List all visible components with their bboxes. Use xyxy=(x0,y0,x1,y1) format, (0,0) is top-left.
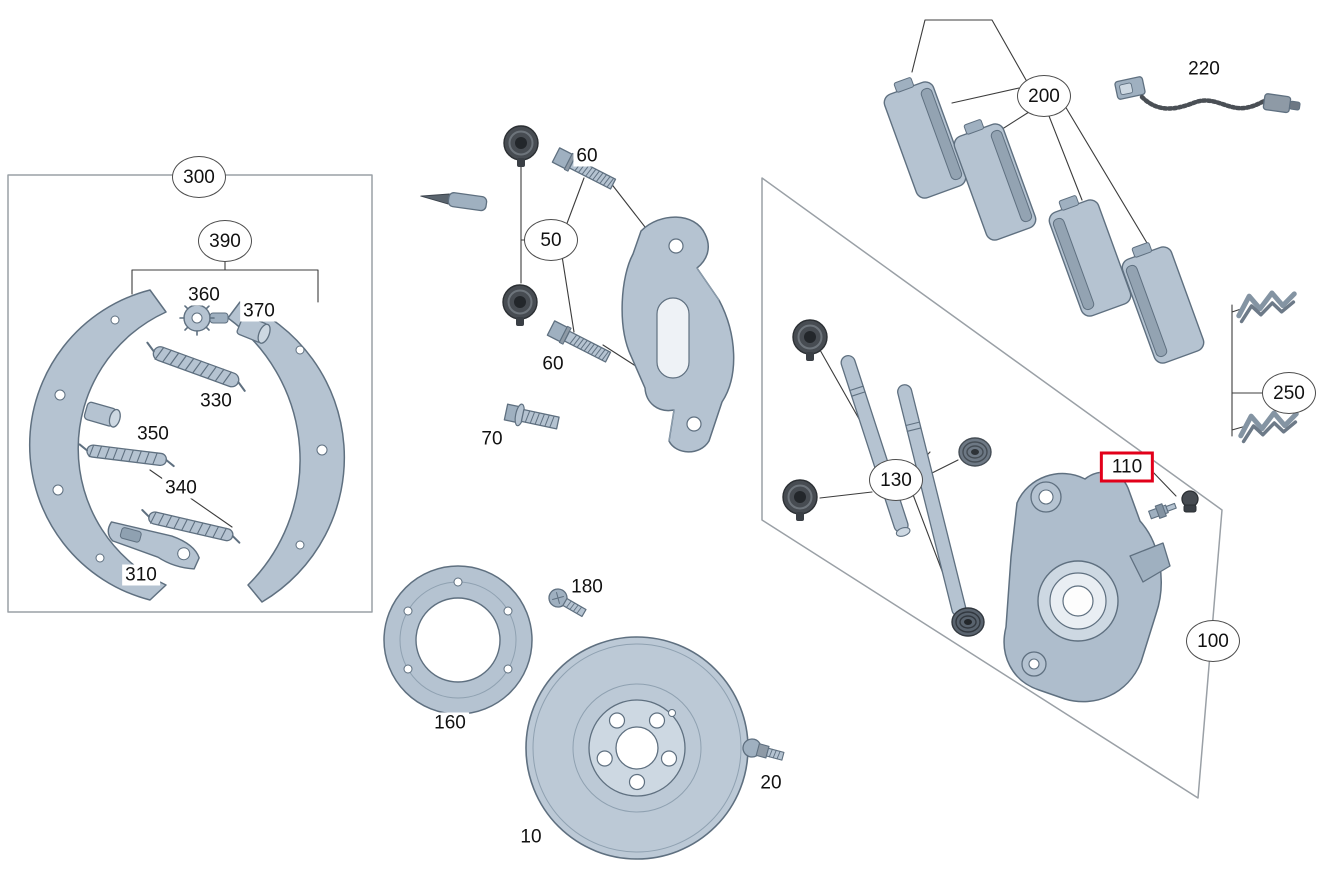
brake-pad-2 xyxy=(953,119,1037,241)
retainer-clip-bottom xyxy=(1238,410,1299,444)
callout-200[interactable]: 200 xyxy=(1017,75,1071,117)
callout-330[interactable]: 330 xyxy=(197,390,235,412)
callout-180[interactable]: 180 xyxy=(568,576,606,598)
brake-disc xyxy=(525,636,749,860)
callout-360[interactable]: 360 xyxy=(185,284,223,306)
brake-pad-4 xyxy=(1121,242,1205,364)
guide-bushing-boot-2 xyxy=(502,284,538,326)
callout-70[interactable]: 70 xyxy=(478,428,506,450)
callout-60-lower[interactable]: 60 xyxy=(539,353,567,375)
callout-300[interactable]: 300 xyxy=(172,156,226,198)
callout-60-upper[interactable]: 60 xyxy=(573,145,601,167)
shoe-adjuster-gear xyxy=(179,300,229,336)
callout-160[interactable]: 160 xyxy=(431,712,469,734)
callout-310[interactable]: 310 xyxy=(122,564,160,586)
shoe-spring-upper xyxy=(78,443,175,468)
group-box-caliper xyxy=(761,177,1223,799)
retainer-clip-top xyxy=(1236,290,1297,324)
piston-seal-ring-upper xyxy=(958,437,992,467)
brake-pad-1 xyxy=(883,77,967,199)
callout-20[interactable]: 20 xyxy=(757,772,785,794)
brake-shoe-right xyxy=(227,301,346,603)
caliper-bracket xyxy=(621,216,735,453)
callout-390[interactable]: 390 xyxy=(198,220,252,262)
brake-pad-3 xyxy=(1048,195,1132,317)
parking-brake-lever xyxy=(107,521,200,570)
shoe-adjuster-sleeve xyxy=(236,314,271,344)
shoe-spring-lower xyxy=(141,509,241,544)
callout-130[interactable]: 130 xyxy=(869,459,923,501)
shoe-expander-cylinder xyxy=(83,401,121,428)
callout-340[interactable]: 340 xyxy=(162,477,200,499)
splash-shield xyxy=(383,565,533,715)
callout-100[interactable]: 100 xyxy=(1186,620,1240,662)
callout-220[interactable]: 220 xyxy=(1185,58,1223,80)
bleeder-cap xyxy=(1181,490,1199,513)
wheel-bolt-20 xyxy=(742,738,785,761)
guide-pin-b xyxy=(897,384,968,621)
bracket-bolt-70 xyxy=(503,403,560,430)
shoe-return-spring-long xyxy=(146,341,246,392)
callout-250[interactable]: 250 xyxy=(1262,372,1316,414)
guide-pin-boot-2 xyxy=(782,479,818,521)
scribe-tool xyxy=(420,192,488,212)
brake-shoe-left xyxy=(29,289,167,601)
guide-bolt-60-lower xyxy=(546,320,612,363)
callout-10[interactable]: 10 xyxy=(517,826,545,848)
bleeder-screw xyxy=(1148,502,1177,520)
guide-bushing-boot-1 xyxy=(503,125,539,167)
callout-50[interactable]: 50 xyxy=(524,219,578,261)
wear-sensor xyxy=(1114,76,1301,114)
guide-pin-boot-1 xyxy=(792,319,828,361)
shield-bolt-180 xyxy=(548,588,587,618)
piston-seal-ring-lower xyxy=(951,607,985,637)
callout-350[interactable]: 350 xyxy=(134,423,172,445)
callout-370[interactable]: 370 xyxy=(240,300,278,322)
caliper-housing xyxy=(1003,471,1171,703)
callout-110-highlighted[interactable]: 110 xyxy=(1099,451,1155,483)
guide-pin-a xyxy=(840,355,911,537)
